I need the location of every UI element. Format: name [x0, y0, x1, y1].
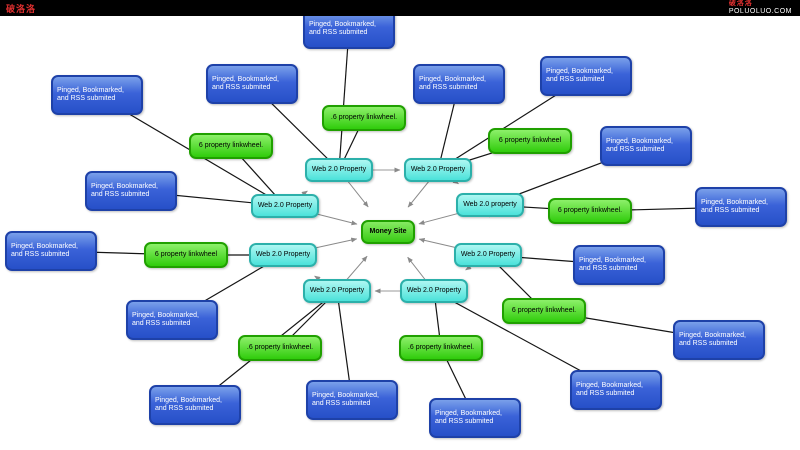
node-b13-blue: Pinged, Bookmarked, and RSS submited [149, 385, 241, 425]
node-w4-cyan: Web 2.0 property [456, 193, 524, 217]
node-g1-green: 6 property linkwheel. [189, 133, 273, 159]
node-w7-cyan: Web 2.0 Property [303, 279, 371, 303]
node-b2-blue: Pinged, Bookmarked, and RSS submited [206, 64, 298, 104]
node-w5-cyan: Web 2.0 Property [249, 243, 317, 267]
node-b15-blue: Pinged, Bookmarked, and RSS submited [429, 398, 521, 438]
node-b14-blue: Pinged, Bookmarked, and RSS submited [306, 380, 398, 420]
node-b6-blue: Pinged, Bookmarked, and RSS submited [600, 126, 692, 166]
watermark-domain-text: POLUOLUO.COM [728, 8, 792, 15]
node-w2-cyan: Web 2.0 Property [404, 158, 472, 182]
node-b9-blue: Pinged, Bookmarked, and RSS submited [5, 231, 97, 271]
node-w6-cyan: Web 2.0 Property [454, 243, 522, 267]
node-g7-green: .6 property linkwheel. [238, 335, 322, 361]
node-b8-blue: Pinged, Bookmarked, and RSS submited [695, 187, 787, 227]
node-b11-blue: Pinged, Bookmarked, and RSS submited [126, 300, 218, 340]
node-b1-blue: Pinged, Bookmarked, and RSS submited [51, 75, 143, 115]
watermark-right: 破洛洛 POLUOLUO.COM [729, 0, 792, 16]
node-w8-cyan: Web 2.0 Property [400, 279, 468, 303]
node-b10-blue: Pinged, Bookmarked, and RSS submited [573, 245, 665, 285]
edge-b3-w1 [338, 28, 350, 171]
node-g5-green: 6 property linkwheel [144, 242, 228, 268]
node-b16-blue: Pinged, Bookmarked, and RSS submited [570, 370, 662, 410]
node-b7-blue: Pinged, Bookmarked, and RSS submited [85, 171, 177, 211]
node-g4-green: 6 property linkwheel. [548, 198, 632, 224]
watermark-right-text: 破洛洛 [728, 0, 753, 7]
node-w1-cyan: Web 2.0 Property [305, 158, 373, 182]
watermark-bar: 破洛洛 破洛洛 POLUOLUO.COM [0, 0, 800, 16]
node-g6-green: 6 property linkwheel. [502, 298, 586, 324]
node-money-money: Money Site [361, 220, 415, 244]
node-b5-blue: Pinged, Bookmarked, and RSS submited [540, 56, 632, 96]
node-g8-green: .6 property linkwheel. [399, 335, 483, 361]
node-w3-cyan: Web 2.0 Property [251, 194, 319, 218]
node-g2-green: .6 property linkwheel. [322, 105, 406, 131]
node-g3-green: 6 property linkwheel [488, 128, 572, 154]
node-b4-blue: Pinged, Bookmarked, and RSS submited [413, 64, 505, 104]
node-b12-blue: Pinged, Bookmarked, and RSS submited [673, 320, 765, 360]
watermark-left-text: 破洛洛 [6, 4, 37, 14]
